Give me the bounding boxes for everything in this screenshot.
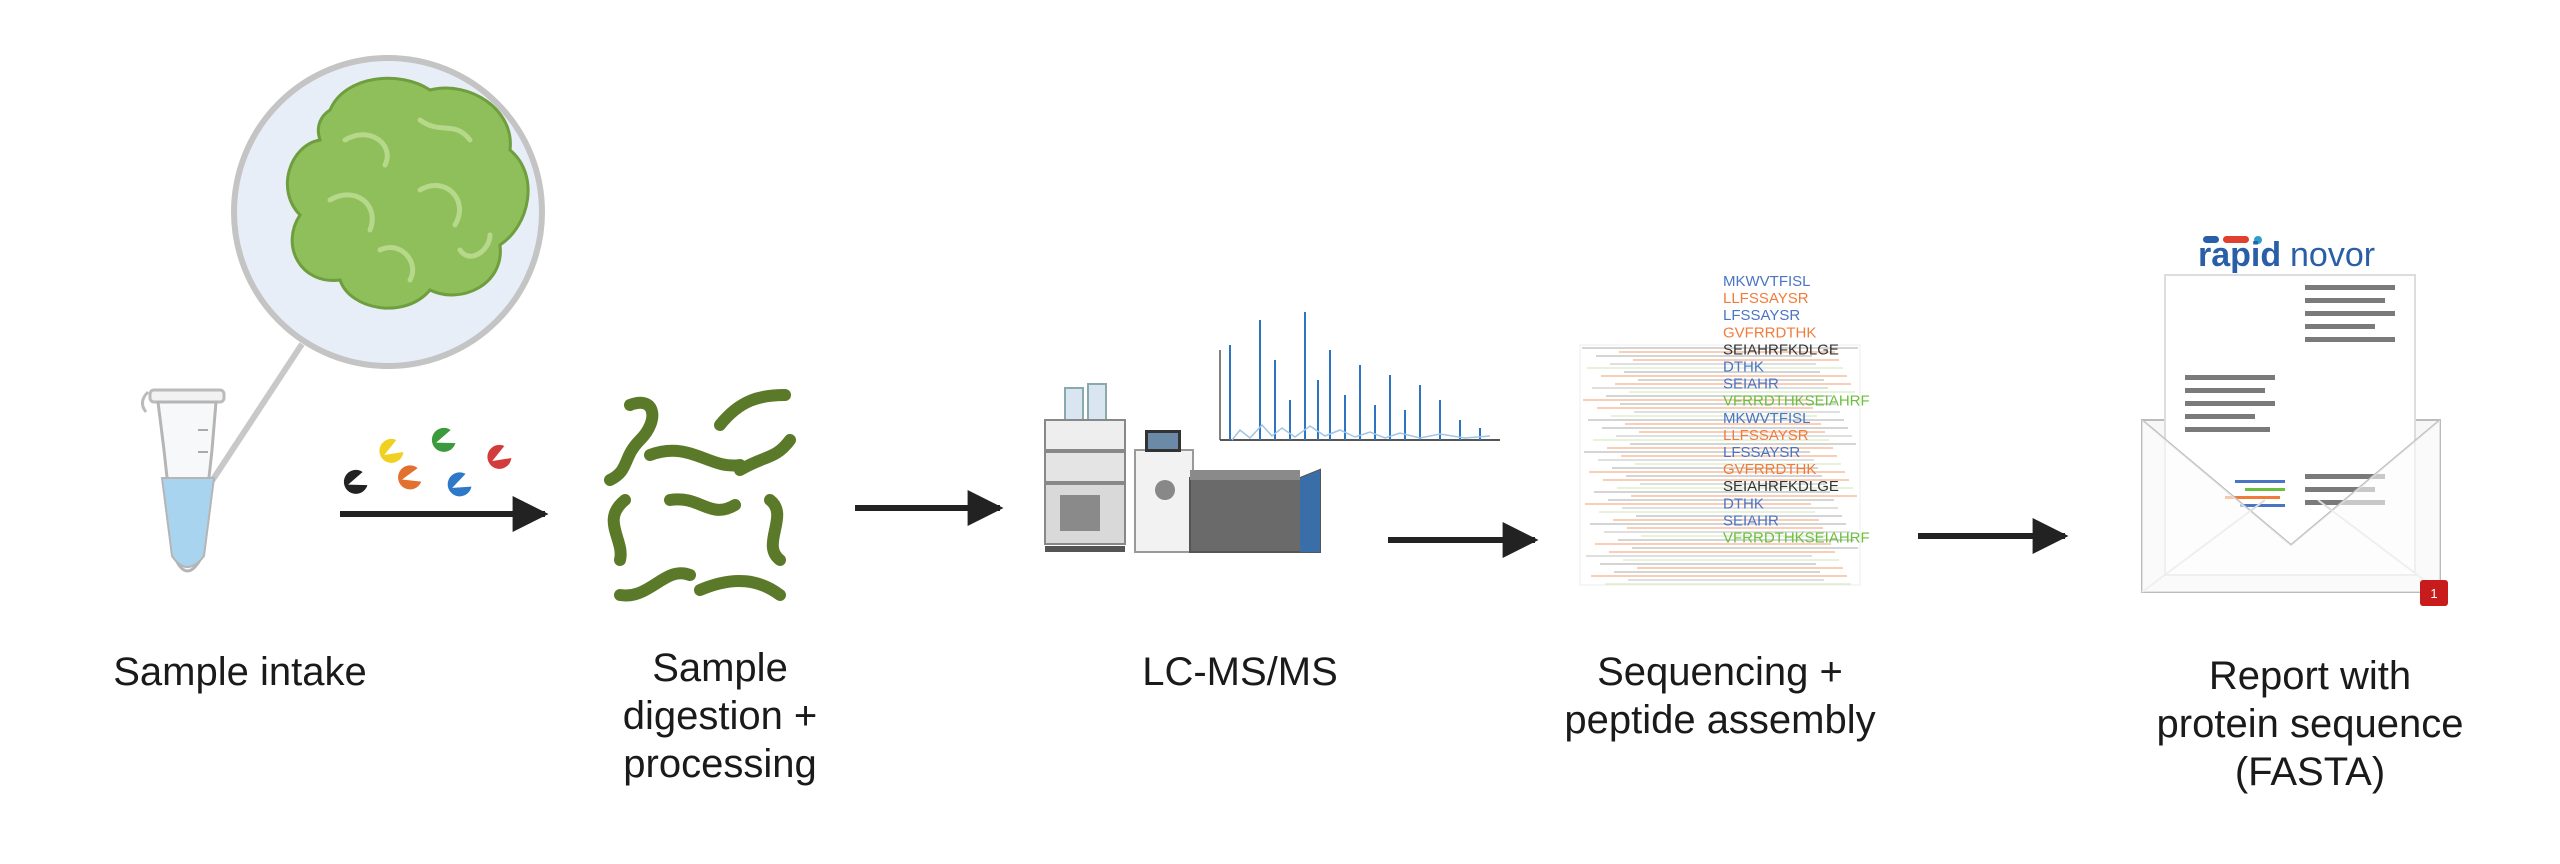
brand-word-novor: novor: [2290, 236, 2375, 274]
peptide-sequence: SEIAHRFKDLGE: [1723, 478, 1839, 495]
notification-badge-count: 1: [2430, 586, 2437, 601]
peptide-sequence: DTHK: [1723, 495, 1764, 512]
sample-tube-icon: [141, 388, 226, 573]
peptide-sequence: GVFRRDTHK: [1723, 324, 1816, 341]
peptide-sequence: LFSSAYSR: [1723, 444, 1800, 461]
peptide-fragments-icon: [604, 389, 796, 602]
step-label-sample-intake: Sample intake: [113, 650, 367, 694]
peptide-sequence: LFSSAYSR: [1723, 307, 1800, 324]
alignment-lines: [1582, 347, 1858, 585]
step-label-report: Report with protein sequence (FASTA): [2156, 654, 2464, 794]
sample-intake-illustration: [141, 55, 545, 573]
brand-dot: [2254, 236, 2262, 244]
step-label-sequencing: Sequencing + peptide assembly: [1564, 650, 1876, 742]
peptide-sequence: VFRRDTHKSEIAHRF: [1723, 530, 1870, 547]
peptide-sequence: DTHK: [1723, 359, 1764, 376]
peptide-sequence: SEIAHR: [1723, 512, 1779, 529]
brand-word-rapid: rapid: [2198, 236, 2281, 274]
notification-badge: [2420, 580, 2448, 606]
peptide-sequence: MKWVTFISL: [1723, 410, 1811, 427]
enzymes-icon: [343, 427, 512, 497]
peptide-sequence: MKWVTFISL: [1723, 273, 1811, 290]
peptide-sequence: SEIAHRFKDLGE: [1723, 341, 1839, 358]
report-icon: rapid novor 1: [2141, 236, 2448, 606]
lc-ms-instrument-icon: [1044, 383, 1321, 553]
brand-bar-red: [2223, 236, 2249, 243]
brand-bar-blue: [2203, 236, 2219, 243]
peptide-sequence: LLFSSAYSR: [1723, 427, 1809, 444]
protein-icon: [285, 76, 530, 310]
step-label-sample-digestion: Sample digestion + processing: [622, 646, 818, 786]
peptide-sequence: LLFSSAYSR: [1723, 290, 1809, 307]
step-label-lc-ms: LC-MS/MS: [1142, 650, 1338, 694]
zoom-connector-line: [203, 342, 305, 492]
mass-spectrum-icon: [1219, 312, 1500, 441]
peptide-sequence: VFRRDTHKSEIAHRF: [1723, 393, 1870, 410]
report-mini-alignment: [2225, 480, 2285, 507]
peptide-list: MKWVTFISLLLFSSAYSRLFSSAYSRGVFRRDTHKSEIAH…: [1723, 273, 1870, 547]
peptide-sequence: SEIAHR: [1723, 376, 1779, 393]
alignment-panel: [1579, 344, 1861, 586]
report-text-lines: [2185, 285, 2395, 505]
peptide-sequence: GVFRRDTHK: [1723, 461, 1816, 478]
